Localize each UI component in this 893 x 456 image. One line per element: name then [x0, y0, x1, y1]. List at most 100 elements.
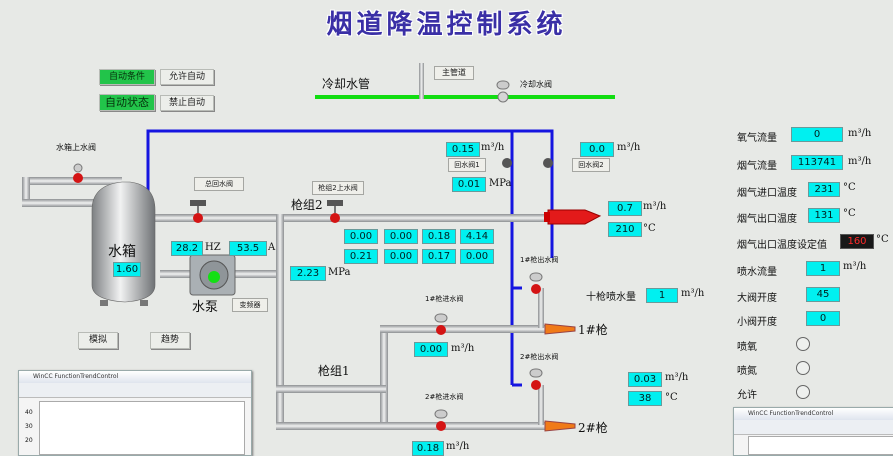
return1-flow-unit: m³/h: [481, 142, 505, 153]
trend-button[interactable]: 趋势: [150, 332, 190, 349]
oxygen-flow-value: 0: [791, 127, 843, 142]
grid-value-2-3: 0.17: [422, 249, 456, 264]
auto-condition-button[interactable]: 自动条件: [99, 69, 155, 85]
big-valve-value: 45: [806, 287, 840, 302]
trend-y-tick-3: 20: [25, 437, 33, 444]
return-pressure-value: 0.01: [452, 177, 486, 192]
oxygen-flow-unit: m³/h: [848, 128, 872, 139]
trend-plot-area-right: [748, 436, 893, 455]
out-flow-value: 0.7: [608, 201, 642, 216]
main-pipe-riser: [419, 63, 424, 99]
page-title: 烟道降温控制系统: [326, 10, 567, 40]
grid-value-1-2: 0.00: [384, 229, 418, 244]
gun1-label: 1#枪: [578, 323, 608, 337]
small-valve-label: 小阀开度: [737, 317, 777, 328]
spray-oxygen-label: 喷氧: [737, 342, 757, 353]
pump-pressure-value: 2.23: [290, 266, 326, 281]
valves: [73, 80, 553, 431]
spray-flow-unit: m³/h: [843, 261, 867, 272]
grid-value-1-4: 4.14: [460, 229, 494, 244]
trend-y-tick-1: 40: [25, 409, 33, 416]
small-valve-value: 0: [806, 311, 840, 326]
ten-gun-flow-value: 1: [646, 288, 678, 303]
amps-unit: A: [268, 242, 276, 253]
gun-group1-label: 枪组1: [318, 364, 350, 378]
flue-flow-unit: m³/h: [848, 156, 872, 167]
return-valve-tag[interactable]: 总回水阀: [194, 177, 244, 191]
gun2-label: 2#枪: [578, 421, 608, 435]
trend-toolbar[interactable]: [19, 383, 251, 398]
trend-toolbar-right[interactable]: [734, 420, 893, 435]
gun2-outlet-valve-label: 2#枪出水阀: [520, 353, 559, 361]
tank-level-value: 1.60: [113, 262, 141, 277]
cooling-valve-label: 冷却水阀: [520, 80, 552, 89]
water-tank-label: 水箱: [108, 244, 136, 260]
grid-value-1-1: 0.00: [344, 229, 378, 244]
gun2-out-temp-value: 38: [628, 391, 662, 406]
gun1-outlet-valve-label: 1#枪出水阀: [520, 256, 559, 264]
trend-window-right[interactable]: WinCC FunctionTrendControl: [733, 407, 893, 456]
out-temp-value: 210: [608, 222, 642, 237]
main-spray-nozzle: [544, 209, 602, 225]
cooling-pipe-label: 冷却水管: [322, 77, 371, 91]
spray-nitrogen-label: 喷氮: [737, 366, 757, 377]
outlet-set-label: 烟气出口温度设定值: [737, 240, 827, 251]
inlet-temp-unit: °C: [843, 182, 856, 193]
trend-window-title: WinCC FunctionTrendControl: [19, 371, 251, 383]
grid-value-2-2: 0.00: [384, 249, 418, 264]
return1-flow-value: 0.15: [446, 142, 480, 157]
auto-state-indicator: 自动状态: [99, 94, 155, 111]
disable-auto-button[interactable]: 禁止自动: [160, 95, 214, 111]
pump-pressure-unit: MPa: [328, 267, 351, 278]
inverter-tag[interactable]: 变频器: [232, 298, 268, 312]
inlet-temp-value: 231: [808, 182, 840, 197]
water-pump-label: 水泵: [192, 300, 219, 315]
return-valve1-tag[interactable]: 回水阀1: [448, 158, 486, 172]
out-flow-unit: m³/h: [643, 201, 667, 212]
cooling-pipe: [315, 95, 615, 99]
return-pressure-unit: MPa: [489, 178, 512, 189]
gun2-out-flow-value: 0.03: [628, 372, 662, 387]
grid-value-2-4: 0.00: [460, 249, 494, 264]
water-pump-body: [189, 254, 236, 296]
permit-radio[interactable]: [796, 385, 810, 399]
oxygen-flow-label: 氧气流量: [737, 133, 777, 144]
return2-flow-value: 0.0: [580, 142, 614, 157]
trend-window-left[interactable]: WinCC FunctionTrendControl 40 30 20: [18, 370, 252, 456]
outlet-temp-unit: °C: [843, 208, 856, 219]
gun2-out-temp-unit: °C: [665, 392, 678, 403]
flue-flow-label: 烟气流量: [737, 161, 777, 172]
spray-flow-label: 喷水流量: [737, 267, 777, 278]
gun2-out-flow-unit: m³/h: [665, 372, 689, 383]
spray-flow-value: 1: [806, 261, 840, 276]
trend-window-title-right: WinCC FunctionTrendControl: [734, 408, 893, 420]
outlet-temp-value: 131: [808, 208, 840, 223]
gun-group2-inlet-valve-tag[interactable]: 枪组2上水阀: [312, 181, 364, 195]
permit-label: 允许: [737, 390, 757, 401]
amps-value: 53.5: [229, 241, 267, 256]
return-valve2-tag[interactable]: 回水阀2: [572, 158, 610, 172]
spray-oxygen-radio[interactable]: [796, 337, 810, 351]
allow-auto-button[interactable]: 允许自动: [160, 69, 214, 85]
outlet-set-value[interactable]: 160: [840, 234, 874, 249]
ten-gun-flow-unit: m³/h: [681, 288, 705, 299]
grid-value-1-3: 0.18: [422, 229, 456, 244]
gun-nozzles: [544, 323, 576, 432]
spray-nitrogen-radio[interactable]: [796, 361, 810, 375]
outlet-set-unit: °C: [876, 234, 889, 245]
grid-value-2-1: 0.21: [344, 249, 378, 264]
gun1-flow-value: 0.00: [414, 342, 448, 357]
tank-inlet-valve-label: 水箱上水阀: [56, 143, 96, 152]
gun2-flow-unit: m³/h: [446, 441, 470, 452]
simulate-button[interactable]: 模拟: [78, 332, 118, 349]
gun-group2-label: 枪组2: [291, 198, 323, 212]
ten-gun-water-label: 十枪喷水量: [586, 292, 636, 303]
out-temp-unit: °C: [643, 223, 656, 234]
gun1-flow-unit: m³/h: [451, 343, 475, 354]
hz-value: 28.2: [171, 241, 203, 256]
flue-flow-value: 113741: [791, 155, 843, 170]
gun2-inlet-valve-label: 2#枪进水阀: [425, 393, 464, 401]
inlet-temp-label: 烟气进口温度: [737, 188, 797, 199]
gun1-inlet-valve-label: 1#枪进水阀: [425, 295, 464, 303]
